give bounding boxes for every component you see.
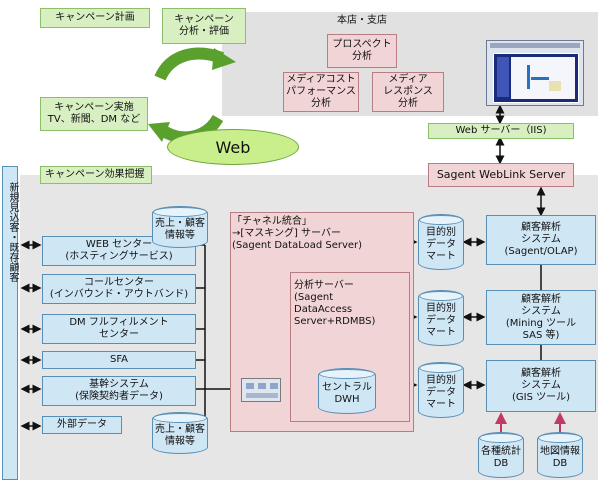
central-dwh-label: セントラル DWH (322, 382, 372, 405)
statistics-db: 各種統計 DB (478, 432, 524, 478)
weblink-server-box: Sagent WebLink Server (428, 163, 574, 187)
customer-bar (2, 166, 18, 480)
campaign-effect-box: キャンペーン効果把握 (40, 166, 152, 184)
sales-db-bottom: 売上・顧客 情報等 (152, 412, 208, 454)
data-mart-3-label: 目的別 データ マート (426, 375, 456, 410)
map-db: 地図情報 DB (537, 432, 583, 478)
channel-external-data: 外部データ (42, 416, 122, 434)
browser-screenshot-image (486, 40, 584, 106)
prospect-analysis-box: プロスペクト 分析 (327, 34, 397, 68)
channel-sfa: SFA (42, 351, 196, 369)
data-mart-2: 目的別 データ マート (418, 290, 464, 346)
data-mart-2-label: 目的別 データ マート (426, 303, 456, 338)
channel-core-system: 基幹システム (保険契約者データ) (42, 376, 196, 406)
analysis-system-mining: 顧客解析 システム (Mining ツール SAS 等) (486, 290, 596, 345)
channel-dm-center: DM フルフィルメント センター (42, 314, 196, 344)
map-db-label: 地図情報 DB (540, 446, 580, 469)
data-mart-1-label: 目的別 データ マート (426, 227, 456, 262)
central-dwh-db: セントラル DWH (318, 368, 376, 414)
sales-db-top-label: 売上・顧客 情報等 (155, 218, 205, 241)
web-ellipse: Web (167, 129, 299, 165)
masking-icon (241, 378, 281, 402)
data-mart-1: 目的別 データ マート (418, 214, 464, 270)
channel-web-center: WEB センター (ホスティングサービス) (42, 236, 196, 266)
campaign-exec-box: キャンペーン実施 TV、新聞、DM など (40, 97, 148, 131)
sales-db-top: 売上・顧客 情報等 (152, 206, 208, 248)
web-server-box: Web サーバー（IIS) (428, 123, 574, 139)
media-response-box: メディア レスポンス 分析 (372, 72, 444, 112)
customer-label: 新規見込客・既存顧客 (7, 182, 18, 282)
data-mart-3: 目的別 データ マート (418, 362, 464, 418)
analysis-system-olap: 顧客解析 システム (Sagent/OLAP) (486, 215, 596, 265)
analysis-server-label: 分析サーバー (Sagent DataAccess Server+RDMBS) (294, 280, 376, 327)
channel-call-center: コールセンター (インバウンド・アウトバンド) (42, 274, 196, 304)
hq-title: 本店・支店 (337, 15, 387, 26)
web-label: Web (215, 137, 251, 157)
media-cost-box: メディアコスト パフォーマンス 分析 (283, 72, 359, 112)
sales-db-bottom-label: 売上・顧客 情報等 (155, 424, 205, 447)
campaign-analysis-box: キャンペーン 分析・評価 (162, 8, 246, 44)
channel-server-label: 「チャネル統合」 →[マスキング] サーバー (Sagent DataLoad … (232, 216, 363, 251)
statistics-db-label: 各種統計 DB (481, 446, 521, 469)
campaign-plan-box: キャンペーン計画 (40, 8, 150, 28)
analysis-system-gis: 顧客解析 システム (GIS ツール) (486, 360, 596, 412)
